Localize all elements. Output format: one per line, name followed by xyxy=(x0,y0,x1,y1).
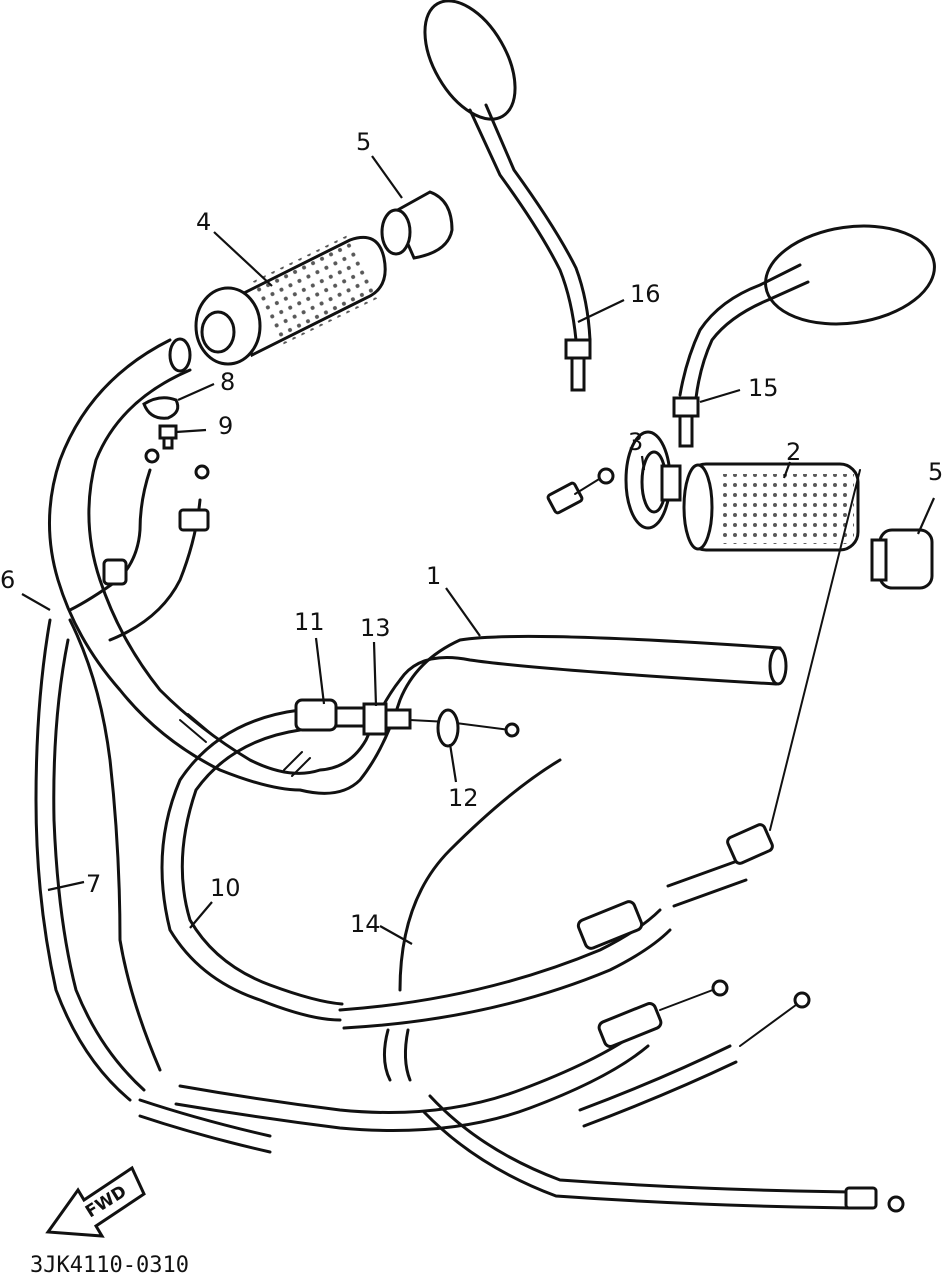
left-mirror xyxy=(423,0,592,392)
callout-5-right: 5 xyxy=(928,458,943,486)
callout-9: 9 xyxy=(218,412,233,440)
callout-5-left: 5 xyxy=(356,128,371,156)
callout-7: 7 xyxy=(86,870,101,898)
callout-2: 2 xyxy=(786,438,801,466)
grip-end-weight-5-left xyxy=(380,190,454,260)
callout-3: 3 xyxy=(628,428,643,456)
throttle-grip-4 xyxy=(194,234,387,366)
callout-labels: 1 2 3 4 5 5 6 7 8 9 10 11 12 13 14 15 16 xyxy=(0,128,943,938)
callout-10: 10 xyxy=(210,874,241,902)
right-mirror xyxy=(672,224,936,448)
leader-lines xyxy=(21,155,936,945)
callout-16: 16 xyxy=(630,280,661,308)
clamp-8 xyxy=(142,396,180,420)
callout-4: 4 xyxy=(196,208,211,236)
handlebar-1 xyxy=(48,337,788,795)
grip-end-weight-5-right xyxy=(870,528,934,590)
callout-6: 6 xyxy=(0,566,15,594)
hose-7 xyxy=(34,618,162,1102)
callout-8: 8 xyxy=(220,368,235,396)
brake-cable xyxy=(383,467,615,1082)
clutch-cable-14 xyxy=(338,469,861,1030)
callout-14: 14 xyxy=(350,910,381,938)
fwd-arrow: FWD xyxy=(45,1165,146,1238)
callout-13: 13 xyxy=(360,614,391,642)
callout-1: 1 xyxy=(426,562,441,590)
switch-wire-6 xyxy=(68,448,210,642)
callout-15: 15 xyxy=(748,374,779,402)
callout-11: 11 xyxy=(294,608,325,636)
diagram-code: 3JK4110-0310 xyxy=(30,1253,189,1277)
grip-collar-3 xyxy=(624,430,682,530)
callout-12: 12 xyxy=(448,784,479,812)
throttle-cable-10 xyxy=(160,698,520,1022)
left-grip-2 xyxy=(682,462,860,552)
lower-cable-bundle xyxy=(138,979,905,1213)
screw-9 xyxy=(158,424,178,450)
